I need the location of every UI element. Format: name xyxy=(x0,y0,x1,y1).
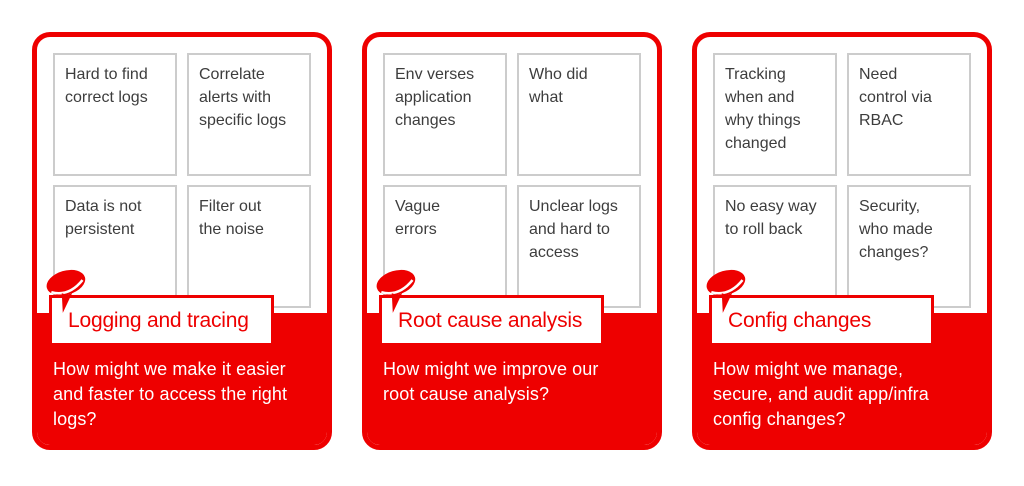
pushpin-icon xyxy=(706,269,746,313)
sticky-note: Unclear logs and hard to access xyxy=(517,185,641,308)
sticky-note: Need control via RBAC xyxy=(847,53,971,176)
category-label: Root cause analysis xyxy=(379,295,604,346)
sticky-note: Who did what xyxy=(517,53,641,176)
card-root-cause-analysis: Env verses application changes Who did w… xyxy=(362,32,662,450)
sticky-note: Tracking when and why things changed xyxy=(713,53,837,176)
pushpin-icon xyxy=(376,269,416,313)
how-might-we-question: How might we make it easier and faster t… xyxy=(53,359,288,429)
how-might-we-question: How might we improve our root cause anal… xyxy=(383,359,599,404)
sticky-note: Correlate alerts with specific logs xyxy=(187,53,311,176)
category-label-text: Logging and tracing xyxy=(68,308,249,332)
how-might-we-question: How might we manage, secure, and audit a… xyxy=(713,359,929,429)
sticky-note: Hard to find correct logs xyxy=(53,53,177,176)
sticky-note: Filter out the noise xyxy=(187,185,311,308)
sticky-note: Env verses application changes xyxy=(383,53,507,176)
category-label-text: Root cause analysis xyxy=(398,308,583,332)
category-label: Config changes xyxy=(709,295,934,346)
card-config-changes: Tracking when and why things changed Nee… xyxy=(692,32,992,450)
notes-grid: Tracking when and why things changed Nee… xyxy=(697,37,987,324)
sticky-note: Security, who made changes? xyxy=(847,185,971,308)
category-label-text: Config changes xyxy=(728,308,872,332)
pushpin-icon xyxy=(46,269,86,313)
card-logging-and-tracing: Hard to find correct logs Correlate aler… xyxy=(32,32,332,450)
category-label: Logging and tracing xyxy=(49,295,274,346)
